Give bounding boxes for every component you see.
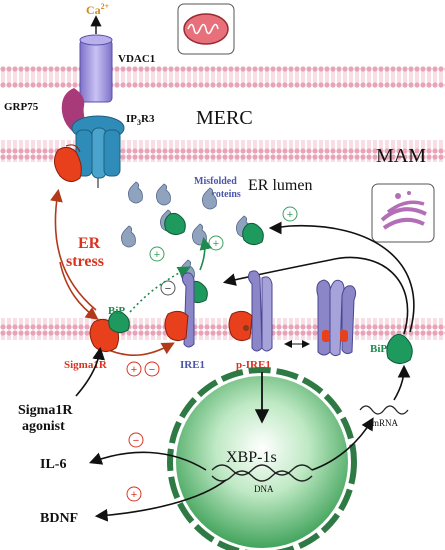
er-lumen-label: ER lumen <box>248 177 312 194</box>
dna-label: DNA <box>254 484 274 494</box>
mitochondrion-icon <box>177 3 235 55</box>
ip3r3-label: IP3R3 <box>126 113 155 127</box>
bip-to-misfolded-arrow <box>268 221 415 333</box>
plus-marker-middle: + <box>213 238 219 250</box>
endoplasmic-reticulum-icon <box>371 183 435 243</box>
misfolded-protein <box>128 181 143 204</box>
bdnf-regulation-arrow <box>94 479 227 522</box>
ire1-monomer <box>164 272 195 348</box>
bip-chaperone-group <box>164 212 264 304</box>
er-membrane-bottom <box>0 318 445 340</box>
bip-chaperone <box>242 222 264 246</box>
agonist-label-line2: agonist <box>22 419 65 434</box>
translation-to-bip-arrow <box>393 364 411 401</box>
il6-label: IL-6 <box>40 457 66 472</box>
free-bip-protein <box>386 333 413 364</box>
misfolded-protein <box>121 225 136 248</box>
misfolded-label-line1: Misfolded <box>194 176 237 187</box>
mrna-icon <box>359 405 409 415</box>
agonist-activation-arrow <box>75 346 105 397</box>
vdac1-channel <box>79 34 113 103</box>
misfolded-label-line2: proteins <box>206 189 241 200</box>
plus-marker-sigma1r: + <box>131 364 137 376</box>
plus-marker-left: + <box>154 249 160 261</box>
p-ire1-dimer <box>228 270 273 352</box>
bdnf-label: BDNF <box>40 511 78 526</box>
il6-regulation-arrow <box>88 451 207 471</box>
misfolded-protein <box>202 187 217 210</box>
minus-marker-sigma1r: − <box>149 364 155 376</box>
sigma1r-label: Sigma1R <box>64 359 108 371</box>
transcription-to-mrna-arrow <box>311 417 374 471</box>
nucleus <box>167 367 357 550</box>
bip-chaperone <box>164 212 186 236</box>
misfolded-protein <box>156 183 171 206</box>
mam-label: MAM <box>376 145 426 167</box>
vdac1-label: VDAC1 <box>118 53 155 65</box>
plus-marker-bdnf: + <box>131 489 137 501</box>
regulation-markers: + + + − + − − + <box>126 206 298 502</box>
sigma1r-translocation-arrow <box>50 188 97 311</box>
outer-mitochondrial-membrane <box>0 66 445 88</box>
ip3r3-channel <box>71 115 125 188</box>
sigma1r-bip-complex <box>89 310 130 352</box>
dna-helix-icon <box>211 464 313 482</box>
bip-label-right: BiP <box>370 343 387 355</box>
plus-marker-top-right: + <box>287 209 293 221</box>
merc-label: MERC <box>196 107 253 129</box>
minus-marker-bip-release: − <box>165 283 171 295</box>
sigma1r-at-mam <box>54 144 82 182</box>
bip-label-left: BiP <box>108 305 125 317</box>
calcium-label: Ca2+ <box>86 2 110 17</box>
er-stress-activation-arrow <box>59 261 99 320</box>
mrna-label: mRNA <box>372 418 399 428</box>
agonist-label-line1: Sigma1R <box>18 403 73 418</box>
bip-release-dotted-arrow <box>129 266 191 313</box>
ire1-oligomer <box>316 279 357 357</box>
ire1-label: IRE1 <box>180 359 205 371</box>
minus-marker-il6: − <box>133 435 139 447</box>
xbp1s-label: XBP-1s <box>226 449 277 466</box>
grp75-label: GRP75 <box>4 101 39 113</box>
er-stress-label-line2: stress <box>66 253 104 270</box>
bip-binding-arrow <box>199 236 213 271</box>
er-stress-label-line1: ER <box>78 235 101 252</box>
